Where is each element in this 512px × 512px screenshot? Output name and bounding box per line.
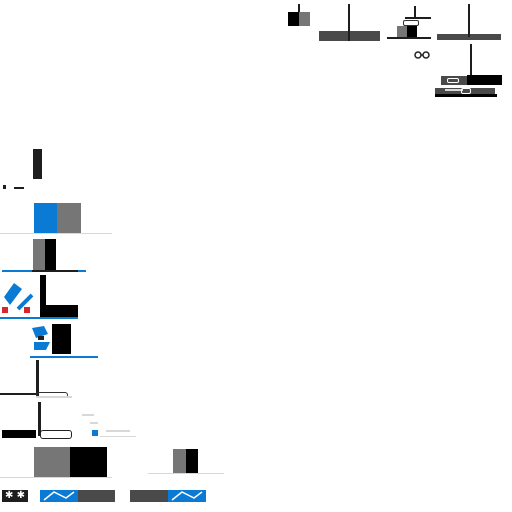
row-6[interactable] [0, 402, 140, 442]
bottom-bar: ✱ ✱ [0, 488, 230, 504]
row-1[interactable] [0, 200, 112, 235]
panel-bar-2-stem [468, 4, 470, 37]
row-4[interactable] [0, 322, 112, 358]
bottom-bar-segment-2[interactable] [130, 490, 168, 502]
panel-bar-1-stem [348, 4, 350, 41]
asterisk-pair-icon[interactable]: ✱ ✱ [2, 490, 28, 502]
row-2[interactable] [0, 237, 112, 273]
control-stem [470, 44, 472, 76]
control-block[interactable] [431, 73, 502, 99]
swoosh-icon-right[interactable] [168, 490, 206, 502]
swoosh-icon-2 [32, 326, 50, 350]
row-7[interactable] [0, 445, 228, 479]
panel-bar-2[interactable] [437, 34, 501, 40]
glasses-icon[interactable] [414, 51, 430, 59]
row-5[interactable] [0, 360, 112, 400]
swoosh-icon [2, 283, 34, 313]
left-column: ✱ ✱ [0, 145, 230, 512]
short-line [14, 187, 24, 189]
bottom-bar-segment-1[interactable] [78, 490, 115, 502]
vertical-handle[interactable] [33, 149, 42, 179]
split-square-icon[interactable] [288, 4, 310, 26]
stacked-widget[interactable] [387, 6, 431, 40]
swoosh-icon-left[interactable] [40, 490, 78, 502]
row-3[interactable] [0, 275, 112, 320]
cursor-marker-icon [3, 185, 6, 189]
top-right-toolbar [285, 0, 512, 105]
